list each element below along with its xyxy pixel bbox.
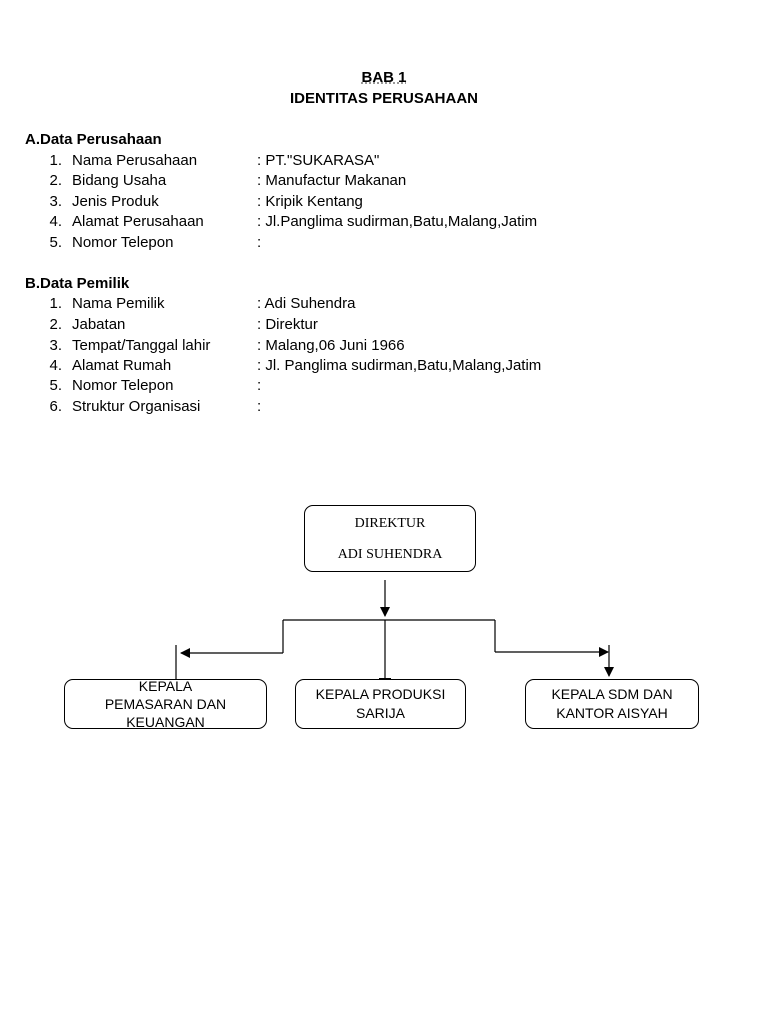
item-number: 4. <box>49 213 62 230</box>
item-number: 5. <box>49 377 62 394</box>
org-box-produksi: KEPALA PRODUKSI SARIJA <box>295 679 466 729</box>
item-value: : <box>257 377 262 394</box>
org-box-line: KEPALA <box>138 679 193 694</box>
item-label: Alamat Rumah <box>72 357 172 374</box>
item-value: : Jl.Panglima sudirman,Batu,Malang,Jatim <box>257 213 538 230</box>
item-label: Alamat Perusahaan <box>72 213 204 230</box>
item-value: : Jl. Panglima sudirman,Batu,Malang,Jati… <box>257 357 542 374</box>
item-number: 4. <box>49 357 62 374</box>
org-box-name: ADI SUHENDRA <box>337 546 443 562</box>
section-b-title: B.Data Pemilik <box>25 275 130 292</box>
item-number: 2. <box>49 172 62 189</box>
item-value: : <box>257 234 262 251</box>
item-value: : <box>257 398 262 415</box>
item-value: : Malang,06 Juni 1966 <box>257 337 405 354</box>
item-number: 2. <box>49 316 62 333</box>
item-label: Nama Pemilik <box>72 295 165 312</box>
item-number: 1. <box>49 295 62 312</box>
item-label: Nomor Telepon <box>72 234 174 251</box>
page-title: IDENTITAS PERUSAHAAN <box>289 90 479 107</box>
org-box-line: KEPALA SDM DAN <box>551 686 673 702</box>
item-value: : Direktur <box>257 316 318 333</box>
org-box-line: KEPALA PRODUKSI <box>315 686 446 702</box>
chapter-label: BAB 1 <box>361 69 407 86</box>
org-box-line: KANTOR AISYAH <box>556 705 668 721</box>
item-label: Jenis Produk <box>72 193 159 210</box>
org-box-line: SARIJA <box>355 705 405 721</box>
item-number: 6. <box>49 398 62 415</box>
item-value: : PT."SUKARASA" <box>257 152 380 169</box>
org-box-sdm: KEPALA SDM DAN KANTOR AISYAH <box>525 679 699 729</box>
org-box-line: PEMASARAN DAN <box>104 696 227 712</box>
item-value: : Manufactur Makanan <box>257 172 407 189</box>
section-a-title: A.Data Perusahaan <box>25 131 162 148</box>
item-number: 1. <box>49 152 62 169</box>
org-box-line: KEUANGAN <box>126 714 205 729</box>
org-box-pemasaran: KEPALA PEMASARAN DAN KEUANGAN <box>64 679 267 729</box>
item-number: 3. <box>49 193 62 210</box>
org-box-title: DIREKTUR <box>354 515 426 531</box>
item-label: Bidang Usaha <box>72 172 167 189</box>
item-value: : Adi Suhendra <box>257 295 356 312</box>
item-label: Nama Perusahaan <box>72 152 198 169</box>
item-label: Struktur Organisasi <box>72 398 201 415</box>
org-box-direktur: DIREKTUR ADI SUHENDRA <box>304 505 476 572</box>
item-label: Jabatan <box>72 316 126 333</box>
item-label: Nomor Telepon <box>72 377 174 394</box>
item-value: : Kripik Kentang <box>257 193 363 210</box>
item-number: 3. <box>49 337 62 354</box>
item-number: 5. <box>49 234 62 251</box>
item-label: Tempat/Tanggal lahir <box>72 337 211 354</box>
